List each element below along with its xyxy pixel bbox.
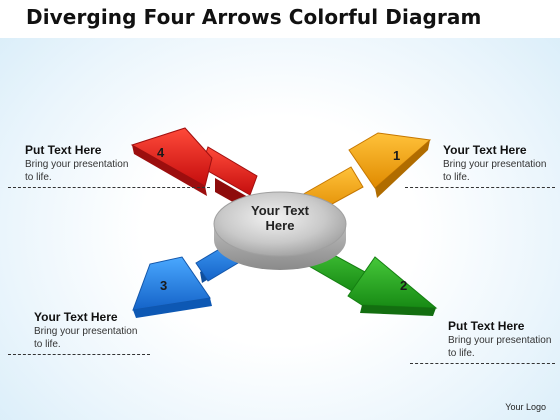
text-block-body: Bring your presentation to life. xyxy=(34,326,138,350)
divider-top-right xyxy=(405,187,555,188)
text-block-bottom-right: Put Text Here Bring your presentation to… xyxy=(448,319,558,360)
divider-bottom-right xyxy=(410,363,555,364)
text-block-body: Bring your presentation to life. xyxy=(25,159,129,183)
text-block-heading: Put Text Here xyxy=(448,319,525,333)
text-block-heading: Put Text Here xyxy=(25,143,102,157)
text-block-body: Bring your presentation to life. xyxy=(443,159,547,183)
center-label: Your Text Here xyxy=(232,203,328,233)
center-label-line-1: Your Text xyxy=(250,203,310,218)
text-block-body: Bring your presentation to life. xyxy=(448,335,552,359)
center-label-line-2: Here xyxy=(265,218,295,233)
arrow-number-3: 3 xyxy=(160,278,167,293)
title-band xyxy=(0,0,560,38)
logo-text: Your Logo xyxy=(505,402,546,412)
text-block-top-right: Your Text Here Bring your presentation t… xyxy=(443,143,553,184)
arrow-number-1: 1 xyxy=(393,148,400,163)
arrow-number-4: 4 xyxy=(157,145,165,160)
arrow-number-2: 2 xyxy=(400,278,407,293)
text-block-heading: Your Text Here xyxy=(443,143,527,157)
text-block-heading: Your Text Here xyxy=(34,310,118,324)
divider-bottom-left xyxy=(8,354,150,355)
text-block-bottom-left: Your Text Here Bring your presentation t… xyxy=(34,310,144,351)
text-block-top-left: Put Text Here Bring your presentation to… xyxy=(25,143,135,184)
divider-top-left xyxy=(8,187,210,188)
center-disc xyxy=(213,191,347,270)
slide-title: Diverging Four Arrows Colorful Diagram xyxy=(26,5,482,29)
